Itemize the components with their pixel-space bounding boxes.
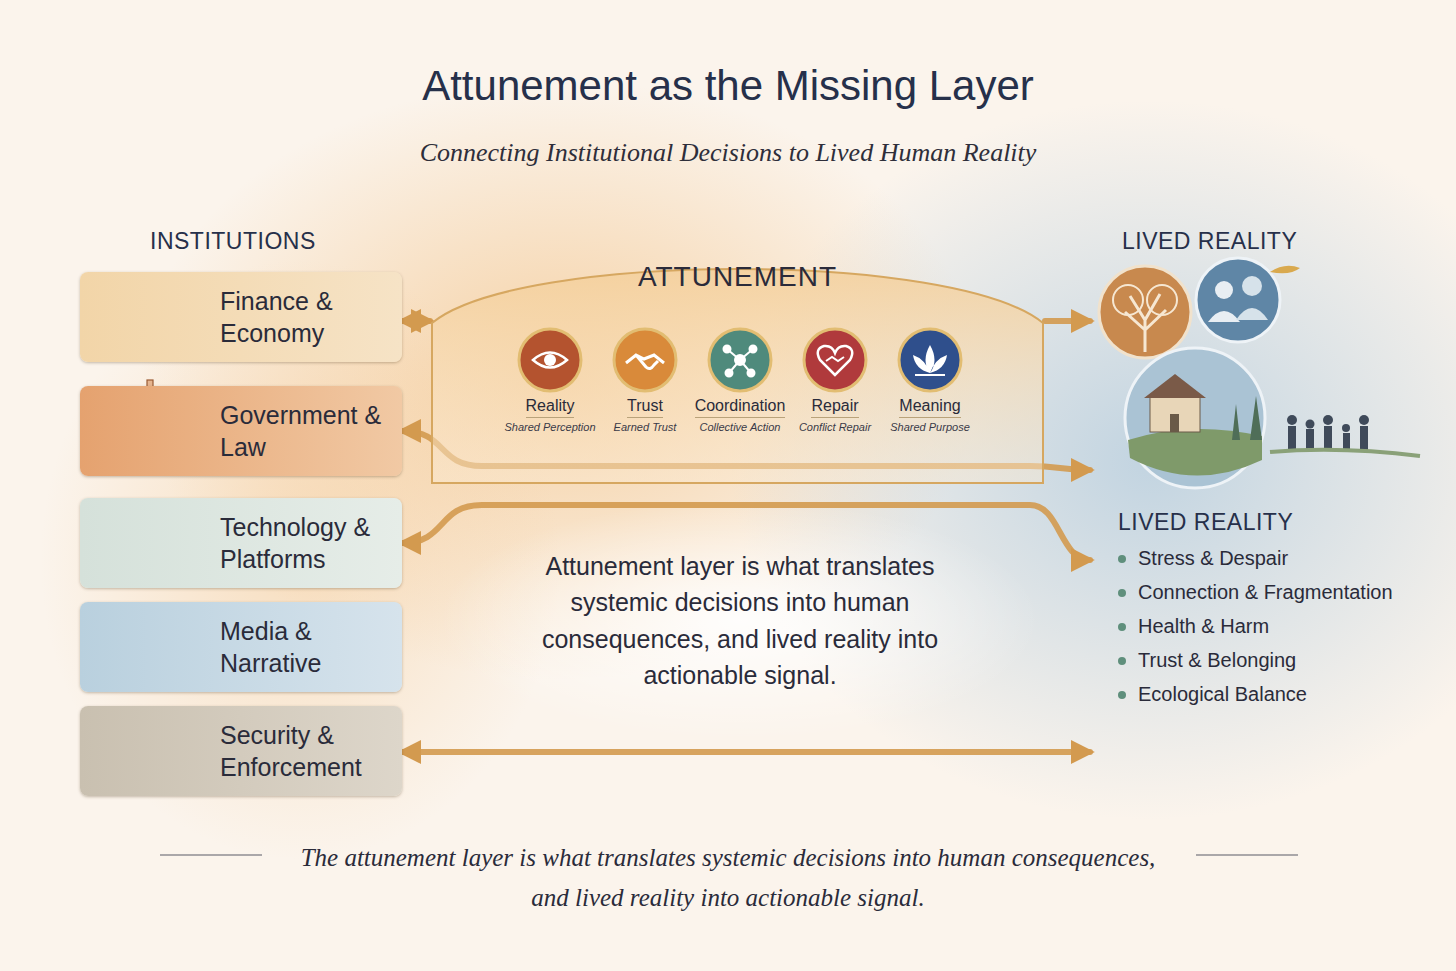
element-circle: [517, 327, 583, 393]
attunement-element: CoordinationCollective Action: [693, 327, 788, 433]
element-subtitle: Shared Purpose: [890, 421, 970, 433]
center-note: Attunement layer is what translates syst…: [500, 548, 980, 693]
attunement-element: RealityShared Perception: [502, 327, 598, 433]
connector-arrow: [1045, 318, 1090, 324]
bullet-dot: [1118, 691, 1126, 699]
section-heading: LIVED REALITY: [1122, 228, 1297, 255]
list-text: Ecological Balance: [1138, 683, 1307, 706]
institution-box: Finance & Economy: [80, 272, 402, 362]
attunement-element: TrustEarned Trust: [610, 327, 680, 433]
institution-name: Media & Narrative: [220, 615, 394, 680]
bullet-dot: [1118, 589, 1126, 597]
list-text: Health & Harm: [1138, 615, 1269, 638]
institution-name: Technology & Platforms: [220, 511, 394, 576]
connector-arrow: [402, 318, 430, 324]
element-name: Repair: [811, 397, 858, 418]
element-circle: [612, 327, 678, 393]
institution-name: Finance & Economy: [220, 285, 394, 350]
lived-reality-list: LIVED REALITY Stress & DespairConnection …: [1090, 505, 1445, 765]
element-subtitle: Conflict Repair: [799, 421, 871, 433]
caption: The attunement layer is what translates …: [298, 838, 1158, 918]
list-item: Trust & Belonging: [1118, 649, 1439, 672]
connector-arrow: [402, 505, 1090, 560]
lived-reality-illustration: [1099, 258, 1420, 488]
element-subtitle: Earned Trust: [614, 421, 677, 433]
panel-heading: ATTUNEMENT: [430, 261, 1045, 293]
subtitle: Connecting Institutional Decisions to Li…: [0, 138, 1456, 168]
connector-arrow: [402, 749, 1090, 755]
element-subtitle: Shared Perception: [504, 421, 595, 433]
bullet-dot: [1118, 657, 1126, 665]
institution-box: Security & Enforcement: [80, 706, 402, 796]
section-heading: INSTITUTIONS: [150, 228, 316, 255]
list-text: Stress & Despair: [1138, 547, 1288, 570]
list-item: Connection & Fragmentation: [1118, 581, 1439, 604]
element-circle: [897, 327, 963, 393]
element-name: Meaning: [899, 397, 960, 418]
list-text: Trust & Belonging: [1138, 649, 1296, 672]
list-item: Stress & Despair: [1118, 547, 1439, 570]
element-name: Reality: [526, 397, 575, 418]
attunement-element: MeaningShared Purpose: [888, 327, 972, 433]
element-circle: [707, 327, 773, 393]
element-subtitle: Collective Action: [700, 421, 781, 433]
institution-name: Security & Enforcement: [220, 719, 394, 784]
list-item: Ecological Balance: [1118, 683, 1439, 706]
arch-outline: [432, 269, 1043, 483]
element-name: Coordination: [695, 397, 786, 418]
bullet-dot: [1118, 555, 1126, 563]
lived-reality-scene: LIVED REALITY: [1090, 222, 1445, 500]
title: Attunement as the Missing Layer: [0, 62, 1456, 110]
institution-box: Technology & Platforms: [80, 498, 402, 588]
institution-box: Media & Narrative: [80, 602, 402, 692]
institution-name: Government & Law: [220, 399, 394, 464]
institution-box: Government & Law: [80, 386, 402, 476]
list-text: Connection & Fragmentation: [1138, 581, 1393, 604]
attunement-element: RepairConflict Repair: [797, 327, 874, 433]
attunement-panel: ATTUNEMENTRealityShared PerceptionTrustE…: [430, 245, 1045, 485]
element-circle: [802, 327, 868, 393]
list-item: Health & Harm: [1118, 615, 1439, 638]
element-name: Trust: [627, 397, 663, 418]
bullet-dot: [1118, 623, 1126, 631]
section-heading: LIVED REALITY: [1118, 509, 1439, 536]
